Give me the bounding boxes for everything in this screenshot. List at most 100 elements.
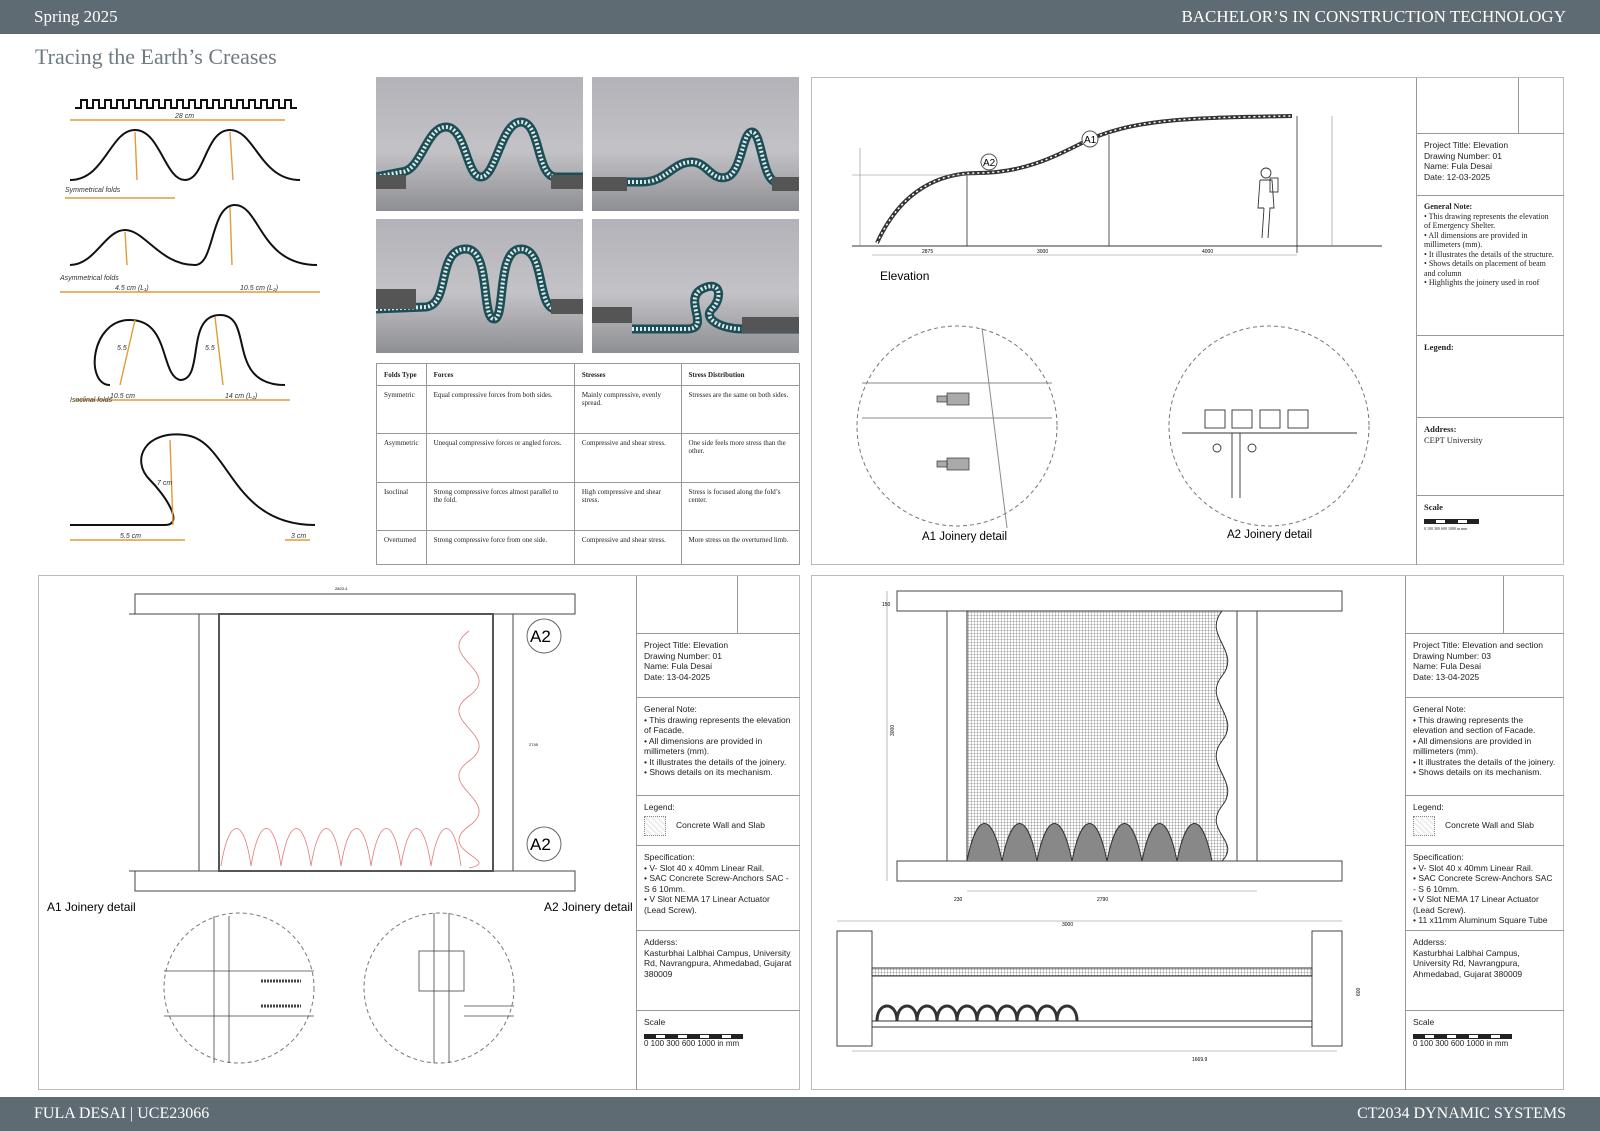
project-title: Project Title: Elevation	[644, 640, 729, 650]
detail-label: A1 Joinery detail	[47, 900, 136, 914]
spec-item: V Slot NEMA 17 Linear Actuator (Lead Scr…	[644, 894, 793, 915]
table-row: Isoclinal Strong compressive forces almo…	[376, 481, 800, 531]
scale-heading: Scale	[1424, 502, 1443, 512]
page-title: Tracing the Earth’s Creases	[35, 44, 277, 69]
dimension: 150	[882, 602, 891, 608]
fold-sketches: Symmetrical folds Asymmetrical folds Iso…	[59, 99, 320, 541]
table-header-row: Folds Type Forces Stresses Stress Distri…	[376, 363, 800, 386]
section-drawing: 3000 2790 230 150 3000 1669.9 600	[836, 590, 1362, 1063]
address-text: CEPT University	[1424, 434, 1483, 445]
table-cell: Isoclinal	[376, 481, 427, 531]
note-item: This drawing represents the elevation of…	[644, 715, 793, 736]
facade-section-sheet: 3000 2790 230 150 3000 1669.9 600 Projec…	[811, 575, 1564, 1090]
table-cell: Stress is focused along the fold’s cente…	[680, 481, 800, 531]
table-cell: Compressive and shear stress.	[573, 529, 682, 566]
author-name: Name: Fula Desai	[1424, 161, 1493, 171]
title-block: Project Title: Elevation and section Dra…	[1405, 576, 1564, 1090]
table-cell: Overturned	[376, 529, 427, 566]
detail-label: A2 Joinery detail	[1227, 529, 1312, 541]
model-photo	[592, 77, 799, 211]
note-heading: General Note:	[644, 704, 697, 714]
scale-bar	[644, 1033, 793, 1039]
sketch-dim: 10.5 cm (L₂)	[240, 285, 278, 292]
facade-elevation-sheet: 2823.4 2745 A2 A2 A1 Joinery detail A2 J…	[38, 575, 800, 1090]
table-cell: One side feels more stress than the othe…	[680, 433, 800, 483]
detail-label: A2 Joinery detail	[544, 900, 633, 914]
table-cell: Symmetric	[376, 384, 427, 435]
note-item: Shows details on placement of beam and c…	[1424, 259, 1557, 278]
note-item: All dimensions are provided in millimete…	[1413, 736, 1557, 757]
table-row: Symmetric Equal compressive forces from …	[376, 384, 800, 435]
note-item: It illustrates the details of the joiner…	[644, 757, 793, 768]
course-label: CT2034 DYNAMIC SYSTEMS	[1357, 1105, 1566, 1122]
marker-a2: A2	[530, 835, 551, 854]
scale-bar	[1413, 1033, 1557, 1039]
sketch-dim: 5.5 cm	[120, 533, 141, 540]
spec-item: V- Slot 40 x 40mm Linear Rail.	[644, 863, 793, 874]
column-header: Stress Distribution	[680, 363, 800, 386]
scale-bar	[1424, 518, 1557, 524]
legend-heading: Legend:	[1413, 802, 1444, 812]
dimension: 2790	[1097, 897, 1108, 903]
legend-heading: Legend:	[644, 802, 675, 812]
spec-item: SAC Concrete Screw-Anchors SAC - S 6 10m…	[1413, 873, 1557, 894]
column-header: Folds Type	[376, 363, 427, 386]
dimension: 230	[954, 897, 963, 903]
sketch-dim: 10.5 cm	[110, 393, 135, 400]
address-heading: Adderss:	[644, 937, 678, 947]
note-item: Highlights the joinery used in roof	[1424, 278, 1557, 288]
address-heading: Adderss:	[1413, 937, 1447, 947]
table-cell: Unequal compressive forces or angled for…	[425, 433, 575, 483]
author-name: Name: Fula Desai	[644, 661, 713, 671]
program-label: BACHELOR’S IN CONSTRUCTION TECHNOLOGY	[1181, 7, 1566, 26]
spec-item: 11 x11mm Aluminum Square Tube	[1413, 915, 1557, 926]
note-item: It illustrates the details of the struct…	[1424, 250, 1557, 260]
note-heading: General Note:	[1424, 202, 1473, 211]
note-item: It illustrates the details of the joiner…	[1413, 757, 1557, 768]
sketch-dim: 14 cm (L₂)	[225, 393, 257, 400]
concrete-swatch-icon	[644, 815, 666, 836]
sketch-label: Isoclinal folds	[70, 397, 113, 404]
note-item: This drawing represents the elevation of…	[1424, 212, 1557, 231]
model-photo	[376, 77, 583, 211]
legend-heading: Legend:	[1424, 342, 1454, 352]
spec-item: SAC Concrete Screw-Anchors SAC - S 6 10m…	[644, 873, 793, 894]
legend-item: Concrete Wall and Slab	[676, 820, 765, 831]
note-heading: General Note:	[1413, 704, 1466, 714]
sketch-dim: 5.5	[117, 345, 127, 352]
table-cell: High compressive and shear stress.	[573, 481, 682, 531]
drawing-date: Date: 13-04-2025	[1413, 671, 1480, 682]
note-item: Shows details on its mechanism.	[1413, 767, 1557, 778]
table-cell: Strong compressive forces almost paralle…	[425, 481, 575, 531]
scale-heading: Scale	[644, 1017, 666, 1027]
model-photo	[592, 219, 799, 353]
project-title: Project Title: Elevation and section	[1413, 640, 1543, 650]
footer-band: FULA DESAI | UCE23066 CT2034 DYNAMIC SYS…	[0, 1097, 1600, 1131]
table-cell: Mainly compressive, evenly spread.	[573, 384, 682, 435]
dimension: 3000	[1037, 249, 1048, 255]
table-cell: Equal compressive forces from both sides…	[425, 384, 575, 435]
sketch-dim: 3 cm	[291, 533, 306, 540]
address-text: Kasturbhai Lalbhai Campus, University Rd…	[1413, 947, 1523, 979]
legend-item: Concrete Wall and Slab	[1445, 820, 1534, 831]
scale-heading: Scale	[1413, 1017, 1435, 1027]
elevation-sheet: A2 A1 3000 4000 2875 Elevation A1 Joiner…	[811, 77, 1564, 565]
elevation-drawing: A2 A1 3000 4000 2875 Elevation A1 Joiner…	[852, 114, 1382, 543]
dimension: 2875	[922, 249, 933, 255]
scale-text: 0 100 300 600 1000 in mm	[1424, 525, 1468, 531]
table-row: Asymmetric Unequal compressive forces or…	[376, 433, 800, 483]
fold-table: Folds Type Forces Stresses Stress Distri…	[376, 363, 800, 566]
dimension: 3000	[890, 725, 896, 736]
title-block: Project Title: Elevation Drawing Number:…	[1416, 78, 1564, 565]
drawing-date: Date: 13-04-2025	[644, 671, 711, 682]
concrete-swatch-icon	[1413, 815, 1435, 836]
elevation-label: Elevation	[880, 269, 929, 283]
table-cell: More stress on the overturned limb.	[680, 529, 800, 566]
drawing-number: Drawing Number: 01	[644, 650, 722, 661]
dimension: 1669.9	[1192, 1057, 1208, 1063]
address-heading: Address:	[1424, 424, 1457, 434]
spec-heading: Specification:	[644, 852, 695, 862]
author-name: Name: Fula Desai	[1413, 661, 1482, 671]
note-item: Shows details on its mechanism.	[644, 767, 793, 778]
note-item: This drawing represents the elevation an…	[1413, 715, 1557, 736]
